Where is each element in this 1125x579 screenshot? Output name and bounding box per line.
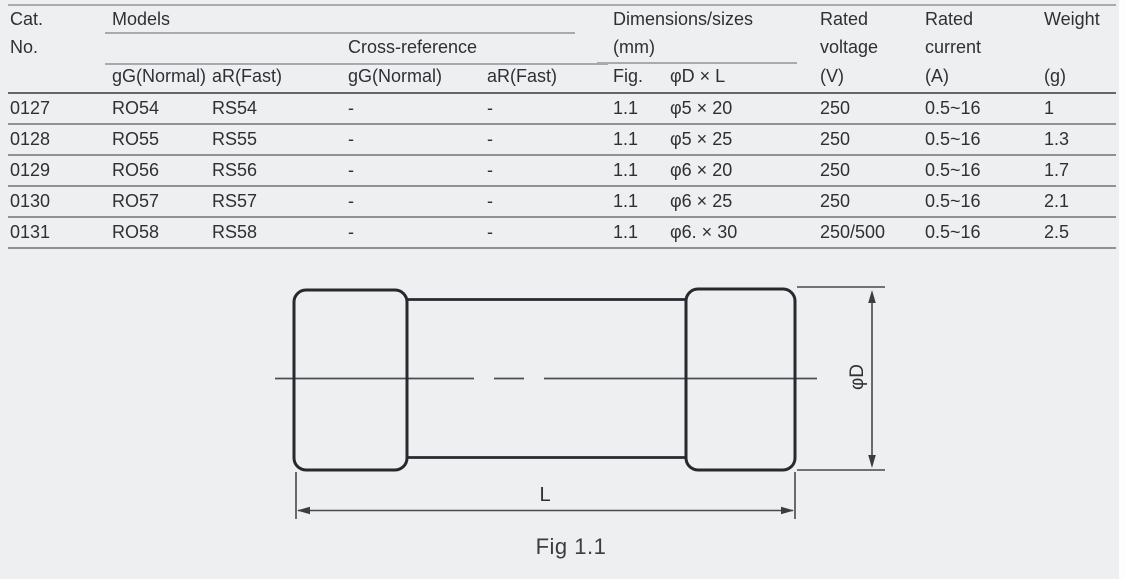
cell-model-ar: RS58 [212, 222, 258, 242]
cell-model-gg: RO55 [112, 129, 160, 149]
cell-d-x-l: φ5 × 20 [670, 98, 733, 118]
models-group-rule [105, 32, 575, 34]
cell-cat-no: 0129 [10, 160, 51, 180]
cell-model-ar: RS56 [212, 160, 258, 180]
cell-cross-ar: - [487, 222, 493, 242]
cell-voltage: 250 [820, 160, 851, 180]
figure-caption: Fig 1.1 [535, 534, 607, 559]
cell-voltage: 250/500 [820, 222, 886, 242]
subheader-ar-fast-2: aR(Fast) [487, 66, 558, 86]
cell-cross-ar: - [487, 191, 493, 211]
row-rule [8, 123, 1116, 125]
cell-model-ar: RS55 [212, 129, 258, 149]
header-no: No. [10, 37, 39, 57]
subheader-gg-normal-2: gG(Normal) [348, 66, 443, 86]
cell-model-gg: RO56 [112, 160, 160, 180]
cell-cross-ar: - [487, 98, 493, 118]
page-right-edge [1119, 0, 1125, 579]
cell-weight: 1.3 [1044, 129, 1070, 149]
header-dimensions-unit: (mm) [613, 37, 655, 57]
subheader-weight-unit: (g) [1044, 66, 1066, 86]
cell-voltage: 250 [820, 191, 851, 211]
cell-weight: 2.1 [1044, 191, 1070, 211]
cell-fig: 1.1 [613, 191, 639, 211]
header-bottom-rule [8, 92, 1116, 94]
cell-cat-no: 0130 [10, 191, 51, 211]
table-top-rule [8, 4, 1116, 6]
cell-cross-gg: - [348, 191, 354, 211]
cell-cross-gg: - [348, 160, 354, 180]
subheader-ar-fast-1: aR(Fast) [212, 66, 283, 86]
header-rated-voltage: Rated [820, 9, 869, 29]
cell-fig: 1.1 [613, 222, 639, 242]
row-rule [8, 185, 1116, 187]
arrow-right-icon [781, 506, 794, 515]
cell-d-x-l: φ5 × 25 [670, 129, 733, 149]
cell-current: 0.5~16 [925, 191, 981, 211]
cell-model-ar: RS57 [212, 191, 258, 211]
cell-current: 0.5~16 [925, 129, 981, 149]
header-models: Models [112, 9, 171, 29]
subheader-current-unit: (A) [925, 66, 949, 86]
fuse-diagram: φD L [275, 286, 885, 519]
dimensions-group-rule [597, 62, 797, 64]
cell-model-gg: RO58 [112, 222, 160, 242]
subheader-gg-normal-1: gG(Normal) [112, 66, 207, 86]
length-dimension-label: L [539, 484, 550, 506]
header-rated-current: Rated [925, 9, 974, 29]
cell-d-x-l: φ6 × 20 [670, 160, 733, 180]
cell-weight: 2.5 [1044, 222, 1070, 242]
table-bottom-rule [8, 247, 1116, 249]
subheader-voltage-unit: (V) [820, 66, 844, 86]
cell-d-x-l: φ6 × 25 [670, 191, 733, 211]
cell-cat-no: 0128 [10, 129, 51, 149]
fuse-right-cap [684, 287, 797, 472]
fuse-left-cap [292, 288, 409, 472]
subheader-fig: Fig. [613, 66, 644, 86]
header-cross-reference: Cross-reference [348, 37, 478, 57]
cell-current: 0.5~16 [925, 98, 981, 118]
header-voltage-word: voltage [820, 37, 879, 57]
row-rule [8, 154, 1116, 156]
arrow-up-icon [868, 290, 876, 303]
diameter-dimension-label: φD [847, 364, 868, 390]
diameter-dimension-lines [797, 286, 885, 471]
cell-voltage: 250 [820, 129, 851, 149]
cell-fig: 1.1 [613, 98, 639, 118]
cell-cat-no: 0131 [10, 222, 51, 242]
cell-cross-ar: - [487, 160, 493, 180]
cell-fig: 1.1 [613, 129, 639, 149]
fuse-body [407, 298, 686, 459]
cell-model-gg: RO57 [112, 191, 160, 211]
cell-cross-gg: - [348, 98, 354, 118]
length-dimension-lines [295, 472, 796, 519]
cell-voltage: 250 [820, 98, 851, 118]
cell-fig: 1.1 [613, 160, 639, 180]
cell-cat-no: 0127 [10, 98, 51, 118]
header-current-word: current [925, 37, 982, 57]
cross-reference-group-rule [105, 63, 608, 65]
arrow-left-icon [297, 506, 310, 515]
cell-d-x-l: φ6. × 30 [670, 222, 738, 242]
cell-current: 0.5~16 [925, 160, 981, 180]
header-weight: Weight [1044, 9, 1100, 29]
cell-model-gg: RO54 [112, 98, 160, 118]
cell-weight: 1 [1044, 98, 1055, 118]
arrow-down-icon [868, 455, 876, 468]
cell-current: 0.5~16 [925, 222, 981, 242]
row-rule [8, 216, 1116, 218]
cell-cross-gg: - [348, 222, 354, 242]
header-dimensions: Dimensions/sizes [613, 9, 754, 29]
cell-weight: 1.7 [1044, 160, 1070, 180]
subheader-d-x-l: φD × L [670, 66, 726, 86]
cell-cross-ar: - [487, 129, 493, 149]
cell-cross-gg: - [348, 129, 354, 149]
header-cat: Cat. [10, 9, 44, 29]
cell-model-ar: RS54 [212, 98, 258, 118]
